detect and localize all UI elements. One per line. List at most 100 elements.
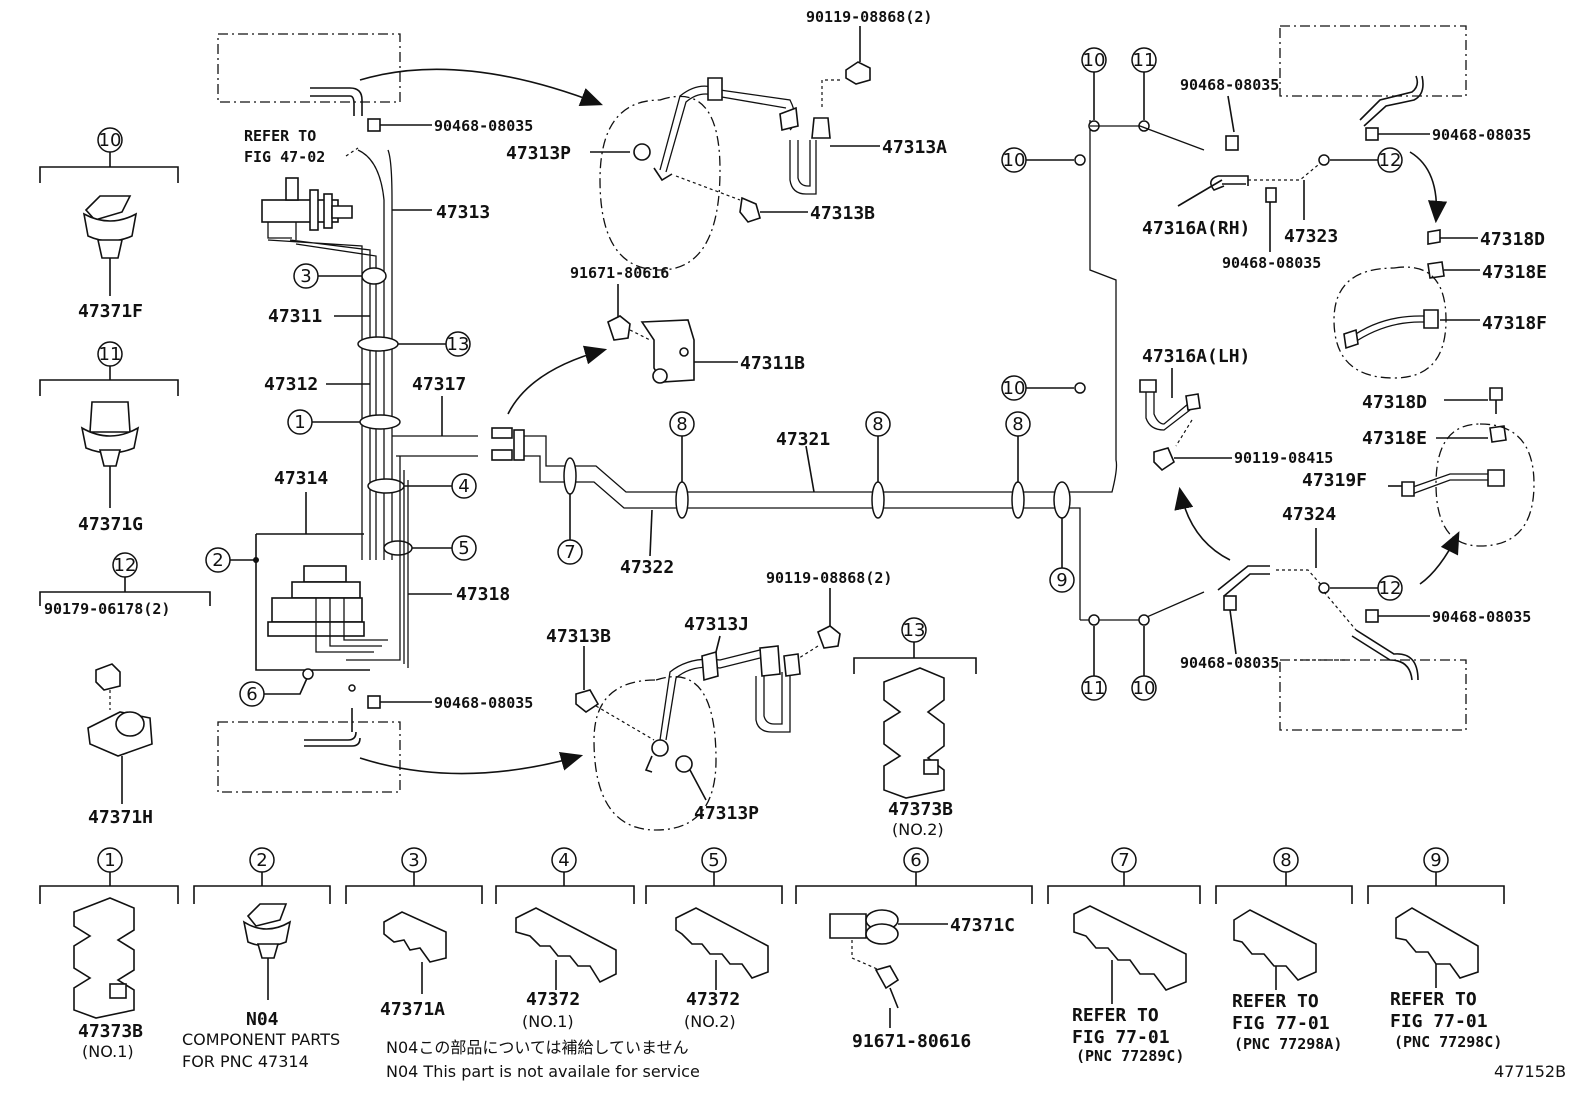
svg-text:6: 6 — [910, 850, 921, 871]
svg-text:5: 5 — [708, 850, 719, 871]
label-90468-08035-r5: 90468-08035 — [1180, 654, 1279, 672]
label-90468-08035-r3: 90468-08035 — [1432, 126, 1531, 144]
label-47318E-a: 47318E — [1482, 262, 1547, 283]
label-47311: 47311 — [268, 306, 322, 327]
label-47316A-RH: 47316A(RH) — [1142, 218, 1250, 239]
diagram-id: 477152B — [1494, 1062, 1566, 1081]
svg-text:13: 13 — [447, 334, 470, 355]
svg-text:8: 8 — [676, 414, 687, 435]
svg-text:9: 9 — [1056, 570, 1067, 591]
svg-text:4: 4 — [458, 476, 469, 497]
svg-text:8: 8 — [1012, 414, 1023, 435]
label-47313B-mid: 47313B — [546, 626, 611, 647]
bracket-47311B: 91671-80616 47311B — [507, 264, 805, 415]
label-47316A-LH: 47316A(LH) — [1142, 346, 1250, 367]
svg-text:REFER TO: REFER TO — [1232, 991, 1319, 1012]
note-japanese: N04この部品については補給していません — [386, 1038, 689, 1057]
label-47371G: 47371G — [78, 514, 143, 535]
clamp-47371H-icon — [87, 663, 153, 757]
svg-text:2: 2 — [256, 850, 267, 871]
svg-text:3: 3 — [408, 850, 419, 871]
callout-10-left-text: 10 — [99, 130, 122, 151]
svg-text:11: 11 — [99, 344, 122, 365]
svg-text:3: 3 — [300, 266, 311, 287]
label-47321: 47321 — [776, 429, 830, 450]
label-47371F: 47371F — [78, 301, 143, 322]
label-90119-08868-mid: 90119-08868(2) — [766, 569, 892, 587]
left-column-clips: 10 47371F 11 47371G 12 90179-06178(2) — [39, 127, 211, 828]
label-47314: 47314 — [274, 468, 328, 489]
svg-text:12: 12 — [114, 555, 137, 576]
svg-text:(PNC 77298C): (PNC 77298C) — [1394, 1033, 1502, 1051]
label-47312: 47312 — [264, 374, 318, 395]
svg-text:47373B: 47373B — [78, 1021, 143, 1042]
label-47318E-b: 47318E — [1362, 428, 1427, 449]
svg-text:10: 10 — [1003, 378, 1026, 399]
label-90468-08035-r4: 90468-08035 — [1432, 608, 1531, 626]
svg-text:(NO.2): (NO.2) — [684, 1012, 736, 1031]
svg-text:(NO.2): (NO.2) — [892, 820, 944, 839]
svg-text:FOR PNC 47314: FOR PNC 47314 — [182, 1052, 309, 1071]
label-47313B-top: 47313B — [810, 203, 875, 224]
svg-text:5: 5 — [458, 538, 469, 559]
label-47311B: 47311B — [740, 353, 805, 374]
clip-47371F-icon — [82, 195, 138, 259]
label-47317: 47317 — [412, 374, 466, 395]
label-90468-08035-a: 90468-08035 — [434, 117, 533, 135]
svg-text:1: 1 — [294, 412, 305, 433]
label-47371H: 47371H — [88, 807, 153, 828]
svg-text:6: 6 — [246, 684, 257, 705]
svg-text:47371C: 47371C — [950, 915, 1015, 936]
svg-text:10: 10 — [1133, 678, 1156, 699]
label-91671-80616-top: 91671-80616 — [570, 264, 669, 282]
abs-actuator-icon — [267, 565, 388, 653]
master-cylinder-icon — [261, 177, 353, 240]
svg-text:13: 13 — [903, 620, 926, 641]
front-hose-detail-top: 90119-08868(2) 47313A 47313P 47313B — [506, 8, 947, 271]
svg-text:47371A: 47371A — [380, 999, 445, 1020]
label-47318D-b: 47318D — [1362, 392, 1427, 413]
label-47373B-no2: 47373B — [888, 799, 953, 820]
svg-text:FIG 77-01: FIG 77-01 — [1232, 1013, 1330, 1034]
label-47313P-mid: 47313P — [694, 803, 759, 824]
svg-text:2: 2 — [212, 550, 223, 571]
label-47318F: 47318F — [1482, 313, 1547, 334]
label-47313: 47313 — [436, 202, 490, 223]
svg-text:COMPONENT PARTS: COMPONENT PARTS — [182, 1030, 340, 1049]
label-47313J: 47313J — [684, 614, 749, 635]
note-english: N04 This part is not availale for servic… — [386, 1062, 700, 1081]
svg-text:(PNC 77289C): (PNC 77289C) — [1076, 1047, 1184, 1065]
svg-text:REFER TO: REFER TO — [1390, 989, 1477, 1010]
svg-text:REFER TO: REFER TO — [244, 127, 316, 145]
svg-text:REFER TO: REFER TO — [1072, 1005, 1159, 1026]
bottom-clip-row: 1 47373B (NO.1) 2 N04 COMPONENT PARTS FO… — [39, 847, 1505, 1071]
svg-text:FIG 77-01: FIG 77-01 — [1072, 1027, 1170, 1048]
master-cylinder-area: 90468-08035 REFER TO FIG 47-02 47313 3 4… — [205, 33, 603, 793]
svg-text:(PNC 77298A): (PNC 77298A) — [1234, 1035, 1342, 1053]
label-90179-06178: 90179-06178(2) — [44, 600, 170, 618]
svg-text:1: 1 — [104, 850, 115, 871]
svg-text:47372: 47372 — [686, 989, 740, 1010]
main-brake-lines: 47321 47322 7 8 8 8 9 — [491, 120, 1118, 620]
label-47323: 47323 — [1284, 226, 1338, 247]
label-47318: 47318 — [456, 584, 510, 605]
svg-text:91671-80616: 91671-80616 — [852, 1031, 971, 1052]
svg-text:(NO.1): (NO.1) — [522, 1012, 574, 1031]
svg-text:7: 7 — [1118, 850, 1129, 871]
svg-text:8: 8 — [872, 414, 883, 435]
clip-47371G-icon — [80, 401, 140, 467]
svg-text:10: 10 — [1083, 50, 1106, 71]
svg-text:12: 12 — [1379, 150, 1402, 171]
label-47318D-a: 47318D — [1480, 229, 1545, 250]
svg-text:FIG 47-02: FIG 47-02 — [244, 148, 325, 166]
front-hose-detail-bottom: 90119-08868(2) 47313J 47313B 47313P — [546, 569, 892, 831]
label-90119-08868-top: 90119-08868(2) — [806, 8, 932, 26]
svg-text:8: 8 — [1280, 850, 1291, 871]
label-47322: 47322 — [620, 557, 674, 578]
svg-text:9: 9 — [1430, 850, 1441, 871]
svg-text:11: 11 — [1083, 678, 1106, 699]
clamp-47373B-no2: 13 47373B (NO.2) — [853, 617, 977, 839]
label-90468-08035-r2: 90468-08035 — [1222, 254, 1321, 272]
